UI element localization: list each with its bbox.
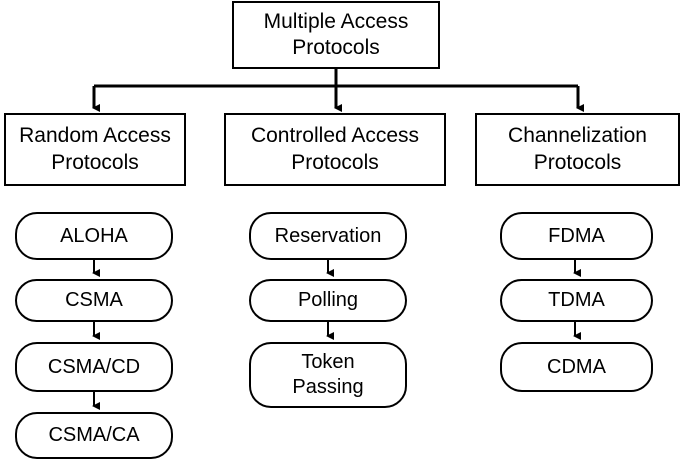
protocol-csma: CSMA: [15, 279, 173, 322]
category-controlled-access: Controlled Access Protocols: [224, 113, 446, 186]
protocol-reservation-label: Reservation: [274, 224, 382, 247]
category-channelization-label: Channelization Protocols: [508, 124, 647, 174]
protocol-csma-label: CSMA: [65, 289, 123, 311]
protocol-tdma: TDMA: [500, 279, 653, 322]
protocol-csma-ca: CSMA/CA: [15, 412, 173, 459]
protocol-cdma: CDMA: [500, 342, 653, 392]
protocol-aloha-label: ALOHA: [60, 224, 128, 247]
protocol-token-passing: Token Passing: [249, 342, 407, 408]
root-node: Multiple Access Protocols: [232, 1, 440, 69]
protocol-token-passing-label: Token Passing: [292, 351, 364, 398]
category-random-access: Random Access Protocols: [4, 113, 186, 186]
protocol-fdma-label: FDMA: [548, 224, 605, 247]
protocol-fdma: FDMA: [500, 212, 653, 260]
protocol-aloha: ALOHA: [15, 212, 173, 260]
protocol-tdma-label: TDMA: [548, 289, 605, 311]
protocol-csma-cd-label: CSMA/CD: [47, 355, 141, 378]
protocol-reservation: Reservation: [249, 212, 407, 260]
category-channelization: Channelization Protocols: [475, 113, 680, 186]
category-random-access-label: Random Access Protocols: [19, 124, 171, 174]
category-controlled-access-label: Controlled Access Protocols: [250, 124, 420, 174]
protocol-cdma-label: CDMA: [547, 355, 606, 378]
protocol-polling: Polling: [249, 279, 407, 322]
root-node-label: Multiple Access Protocols: [263, 9, 409, 59]
protocol-csma-cd: CSMA/CD: [15, 342, 173, 392]
protocol-polling-label: Polling: [297, 289, 359, 311]
protocol-csma-ca-label: CSMA/CA: [48, 424, 140, 446]
